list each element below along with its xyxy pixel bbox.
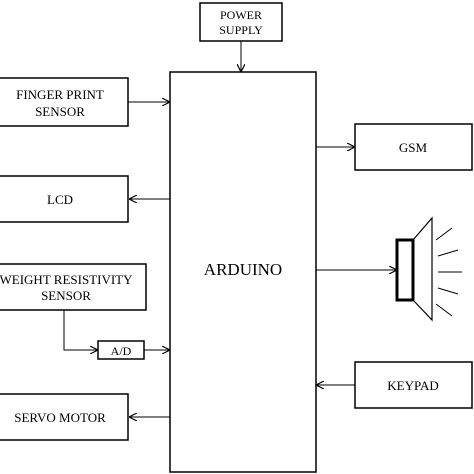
arduino-block <box>169 71 317 473</box>
lcd-label: LCD <box>47 192 73 207</box>
power-supply-label-line-1: POWER <box>220 8 262 22</box>
weight-resistivity-sensor-block <box>0 263 147 311</box>
servo-motor-label: SERVO MOTOR <box>14 410 106 425</box>
power-supply-label-line-2: SUPPLY <box>219 23 263 37</box>
finger-print-sensor-label-line-2: SENSOR <box>35 104 85 119</box>
gsm-block <box>354 123 473 171</box>
weight-resistivity-sensor-label-line-2: SENSOR <box>41 288 91 303</box>
weight-resistivity-sensor-label-line-1: WEIGHT RESISTIVITY <box>0 272 133 287</box>
servo-motor-block <box>0 393 129 441</box>
adc-label: A/D <box>111 344 132 358</box>
finger-print-sensor-label-line-1: FINGER PRINT <box>16 87 104 102</box>
keypad-label: KEYPAD <box>387 378 439 393</box>
gsm-label: GSM <box>399 140 428 155</box>
lcd-block <box>0 175 129 223</box>
speaker-icon <box>395 216 462 322</box>
arduino-label: ARDUINO <box>204 260 282 279</box>
weight-sensor-to-adc-line <box>63 310 97 350</box>
